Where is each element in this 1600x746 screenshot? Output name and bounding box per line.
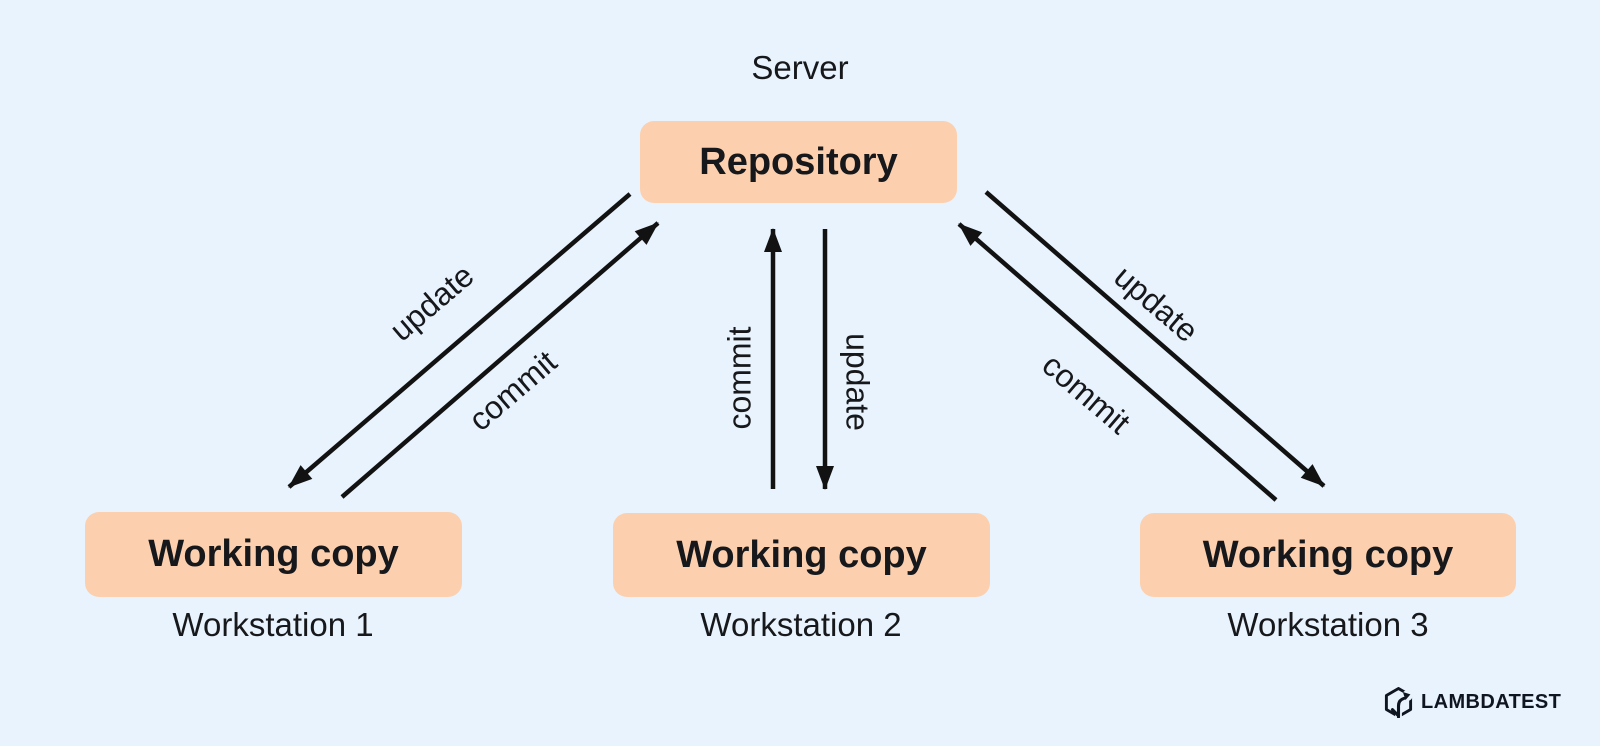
arrow-commit-ws1 bbox=[340, 221, 660, 499]
lambdatest-logo-text: LAMBDATEST bbox=[1421, 691, 1562, 713]
arrow-update-ws1 bbox=[287, 192, 632, 489]
working-copy-label-2: Working copy bbox=[676, 533, 927, 576]
arrow-update-ws3 bbox=[984, 190, 1326, 488]
repository-label: Repository bbox=[699, 140, 898, 183]
lambdatest-hexagon-arrow-icon bbox=[1384, 687, 1413, 718]
working-copy-node-3: Working copy bbox=[1140, 513, 1516, 597]
workstation-caption-1: Workstation 1 bbox=[172, 606, 374, 643]
working-copy-label-3: Working copy bbox=[1202, 533, 1454, 576]
arrow-commit-ws3 bbox=[957, 222, 1278, 502]
working-copy-node-2: Working copy bbox=[613, 513, 990, 597]
working-copy-label-1: Working copy bbox=[148, 533, 399, 575]
repository-node: Repository bbox=[640, 121, 957, 203]
workstation-caption-2: Workstation 2 bbox=[700, 606, 902, 643]
workstation-caption-3: Workstation 3 bbox=[1227, 606, 1429, 643]
server-label: Server bbox=[751, 49, 849, 86]
edge-label-ws2-update: update bbox=[839, 333, 876, 431]
lambdatest-logo: LAMBDATEST bbox=[1383, 687, 1561, 718]
edge-label-ws2-commit: commit bbox=[721, 326, 758, 430]
working-copy-node-1: Working copy bbox=[85, 512, 462, 597]
